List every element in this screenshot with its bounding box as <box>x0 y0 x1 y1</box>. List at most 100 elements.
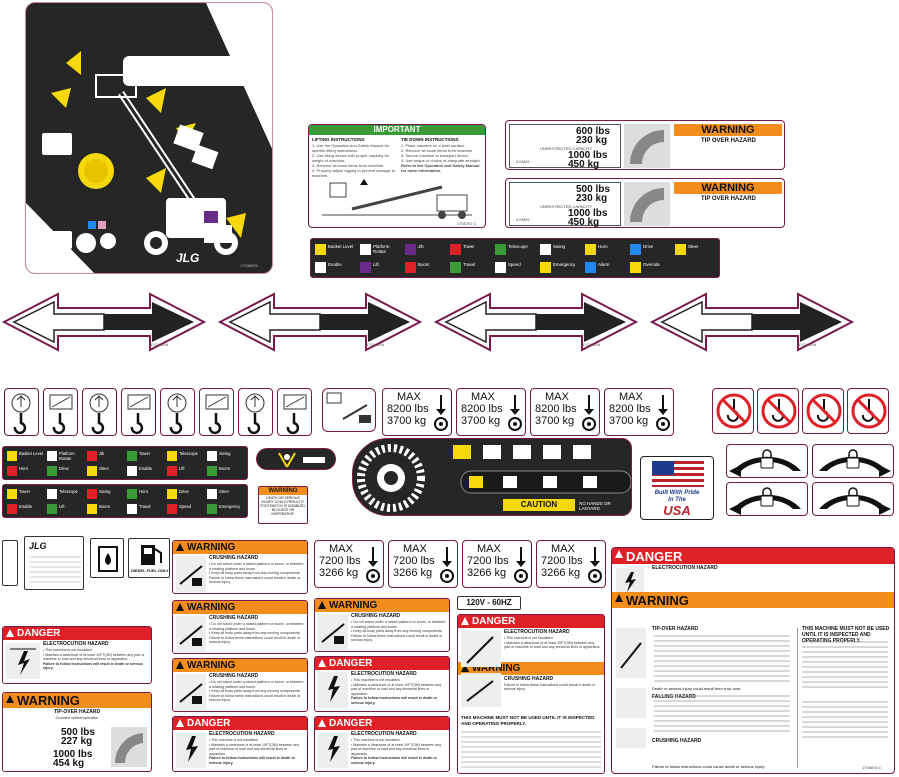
lifting-line: 1. Use the Operation and Safety Manual f… <box>312 143 390 153</box>
function-chip: Tower <box>127 450 165 463</box>
function-icon <box>127 504 137 514</box>
tie-down-hook-icon <box>49 394 73 435</box>
max-label: MAX <box>551 543 575 555</box>
max-label: MAX <box>471 391 495 403</box>
boom-crane-icon-decal <box>322 388 376 432</box>
tipover-icons <box>616 628 646 748</box>
function-label: Tower <box>463 244 475 249</box>
big-danger-warning-decal: DANGER ELECTROCUTION HAZARD WARNING TIP-… <box>611 547 895 774</box>
function-chip: Basket Level <box>7 450 45 463</box>
function-icon <box>207 466 217 476</box>
no-lift-decals <box>712 388 894 438</box>
function-label: Steer <box>99 466 110 471</box>
danger-header: DANGER <box>329 658 373 669</box>
important-code: 1705757 C <box>457 221 477 226</box>
electro-fail: Failure to follow instructions will resu… <box>209 756 296 765</box>
function-chip: Basket Level <box>315 242 357 257</box>
boom-hazard-icon <box>461 631 501 707</box>
jlg-logo: JLG <box>176 251 200 265</box>
tipover-hazard: TIP OVER HAZARD <box>701 138 756 144</box>
tipover-warning-header: WARNING <box>674 124 782 136</box>
rotation-lock-decal <box>812 482 894 516</box>
big-warning-header: WARNING <box>626 592 689 608</box>
double-arrow-icon: 1701529A <box>649 292 855 352</box>
angle-gauge-icon <box>111 727 147 767</box>
tipover-hazard: TIP OVER HAZARD <box>701 196 756 202</box>
function-icon <box>315 262 326 273</box>
function-chip: Jib <box>405 242 447 257</box>
lift-point-hook-icon <box>245 393 265 435</box>
load-down-icon <box>366 547 380 583</box>
electro-hazard: ELECTROCUTION HAZARD <box>209 731 275 737</box>
lifting-lines: 1. Use the Operation and Safety Manual f… <box>312 143 397 178</box>
big-code: 1705878 C <box>862 765 882 770</box>
function-icon <box>167 466 177 476</box>
function-chip: Lift <box>167 465 205 478</box>
function-icon <box>630 262 641 273</box>
function-chip: Boom <box>87 503 125 516</box>
function-icon <box>450 244 461 255</box>
function-icon <box>630 244 641 255</box>
no-lift-decal <box>802 388 844 434</box>
tiedown-line: 2. Remove all loose items from machine. <box>401 148 474 153</box>
electro-hazard: ELECTROCUTION HAZARD <box>43 641 109 647</box>
hook-decal <box>160 388 195 436</box>
function-chip: Horn <box>585 242 627 257</box>
rotate-lock-icon <box>819 449 891 477</box>
crushing-warning-header: WARNING <box>187 602 236 613</box>
big-falling: FALLING HAZARD <box>652 694 696 700</box>
function-icon <box>675 244 686 255</box>
tie-down-hook-icon <box>127 394 151 435</box>
capacity-lbs: 500 lbs <box>576 184 610 195</box>
crushing-line: • Do not stand under a raised platform o… <box>209 562 304 571</box>
function-label: Steer <box>219 489 230 494</box>
electro-hazard: ELECTROCUTION HAZARD <box>351 671 417 677</box>
max-lbs: 8200 lbs <box>387 403 429 415</box>
no-lift-decal <box>757 388 799 434</box>
arrow-code: 1701529A <box>582 342 601 347</box>
lifting-line: 2. Use lifting device with proper capaci… <box>312 153 390 163</box>
function-label: Travel <box>139 504 151 509</box>
capacity-kg-2: 450 kg <box>568 217 600 228</box>
crushing-hazard: CRUSHING HAZARD <box>209 555 259 561</box>
rotate-lock-icon <box>819 487 891 515</box>
function-label: Tower <box>139 451 151 456</box>
function-label: Drive <box>179 489 189 494</box>
crushing-hazard: CRUSHING HAZARD <box>351 613 401 619</box>
load-down-icon <box>588 547 602 583</box>
lifting-title: LIFTING INSTRUCTIONS <box>312 137 365 142</box>
function-label: Boom <box>418 262 430 267</box>
capacity-lbs: 600 lbs <box>576 126 610 137</box>
hook-decal <box>43 388 78 436</box>
function-chip: Boom <box>207 465 245 478</box>
function-chip: Travel <box>450 260 492 275</box>
hook-decal <box>4 388 39 436</box>
function-icon <box>167 451 177 461</box>
rotation-lock-decal <box>812 444 894 478</box>
no-lift-decal <box>847 388 889 434</box>
electro-fail: Failure to follow instructions will resu… <box>351 756 438 765</box>
control-panel-decal: JLG 1704800C <box>25 2 273 274</box>
rotate-lock-icon <box>729 449 801 477</box>
function-label: Swing <box>553 244 565 249</box>
arrow-code: 1701529A <box>150 342 169 347</box>
danger-header: DANGER <box>329 718 373 729</box>
crushing-line: • Keep all body parts away from any movi… <box>209 631 301 635</box>
function-label: Speed <box>179 504 192 509</box>
footswitch-icon-decal <box>256 448 336 470</box>
max-lbs: 8200 lbs <box>535 403 577 415</box>
function-icon <box>207 451 217 461</box>
voltage-decal: 120V - 60HZ <box>457 596 521 610</box>
crushing-icon <box>318 614 348 650</box>
function-chip: Steer <box>675 242 717 257</box>
electro-fail: Failure to follow instructions will resu… <box>351 696 438 705</box>
rotate-lock-icon <box>729 487 801 515</box>
crushing-fail: Failure to follow these instructions cou… <box>351 633 443 643</box>
function-chip: Emergency <box>540 260 582 275</box>
crushing-icon <box>176 674 206 710</box>
function-label: Alarm <box>598 262 610 267</box>
